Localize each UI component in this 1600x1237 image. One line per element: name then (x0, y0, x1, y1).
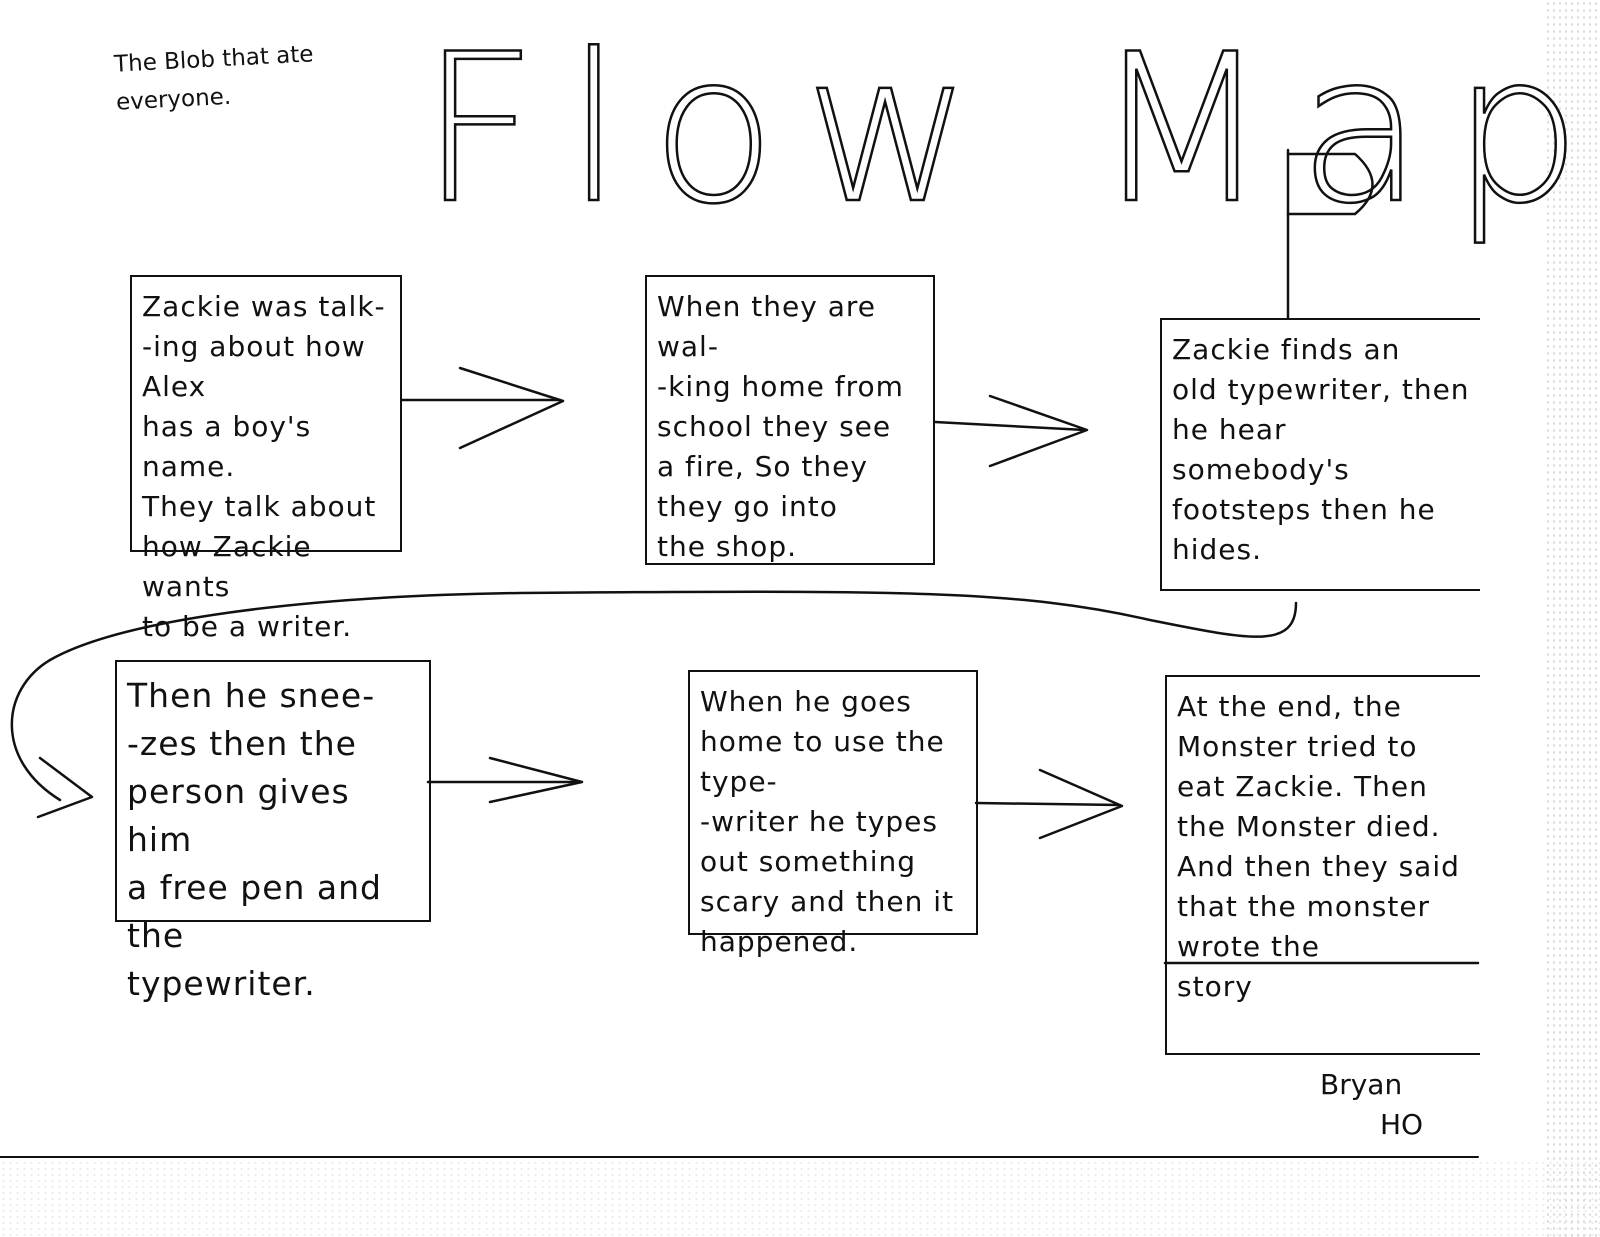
scan-edge-noise (1545, 0, 1600, 1237)
curved-connector (10, 590, 1298, 802)
flow-step-4-text: Then he snee- -zes then the person gives… (127, 676, 383, 1003)
flow-step-6: At the end, the Monster tried to eat Zac… (1165, 675, 1480, 1055)
flow-step-3: Zackie finds an old typewriter, then he … (1160, 318, 1480, 591)
arrow-4-shaft (974, 801, 1122, 807)
flow-step-4: Then he snee- -zes then the person gives… (115, 660, 431, 1003)
page-title: Flow Map (419, 11, 1600, 249)
flow-step-5-text: When he goes home to use the type- -writ… (700, 685, 955, 958)
flow-step-2: When they are wal- -king home from schoo… (645, 275, 935, 565)
arrow-4-head (1038, 768, 1124, 840)
curved-connector-head (36, 756, 94, 819)
arrow-1-head (458, 366, 565, 450)
author-last-name: HO (1380, 1108, 1424, 1141)
flow-step-5: When he goes home to use the type- -writ… (688, 670, 978, 958)
flow-step-1-text: Zackie was talk- -ing about how Alex has… (142, 290, 386, 643)
flow-step-1: Zackie was talk- -ing about how Alex has… (130, 275, 402, 643)
arrow-2-shaft (933, 420, 1087, 432)
title-p-bowl (1286, 152, 1374, 216)
scan-bottom-noise (0, 1160, 1600, 1237)
flow-step-3-text: Zackie finds an old typewriter, then he … (1172, 333, 1470, 566)
author-first-name: Bryan (1320, 1068, 1403, 1101)
author-signature: Bryan HO (1320, 1065, 1440, 1145)
flow-step-2-text: When they are wal- -king home from schoo… (657, 290, 904, 563)
arrow-2-head (988, 394, 1089, 468)
arrow-3-head (488, 756, 584, 804)
flow-step-6-text: At the end, the Monster tried to eat Zac… (1177, 690, 1460, 1003)
